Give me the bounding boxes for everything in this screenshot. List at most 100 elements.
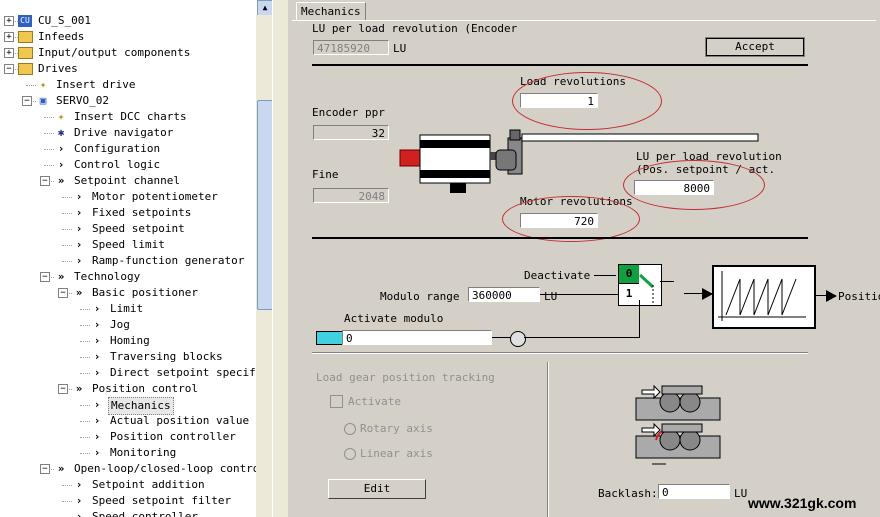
tree-item-control-logic[interactable]: ›Control logic	[0, 157, 256, 173]
tree-item-label: Insert drive	[56, 78, 136, 91]
tree-item-label: Speed setpoint filter	[92, 494, 232, 507]
encoder-ppr-field: 32	[313, 125, 389, 140]
tree-item-input-output-components[interactable]: + Input/output components	[0, 45, 256, 61]
switch-arm	[639, 273, 655, 303]
chevron-right-icon: ›	[57, 158, 65, 171]
navigator-icon: ✱	[57, 126, 65, 139]
modulo-range-unit: LU	[544, 290, 558, 303]
insert-icon: ✦	[39, 78, 47, 91]
tree-item-insert-dcc-charts[interactable]: ✦Insert DCC charts	[0, 109, 256, 125]
backlash-label: Backlash:	[598, 487, 658, 500]
tab-mechanics[interactable]: Mechanics	[296, 2, 366, 21]
modulo-sawtooth-block	[712, 265, 816, 329]
tree-item-label: Open-loop/closed-loop control	[74, 462, 267, 475]
rotary-axis-radio[interactable]	[344, 423, 356, 435]
collapse-icon[interactable]: −	[40, 464, 50, 474]
tree-item-technology[interactable]: −»Technology	[0, 269, 256, 285]
expand-icon[interactable]: +	[4, 32, 14, 42]
tree-item-speed-setpoint[interactable]: ›Speed setpoint	[0, 221, 256, 237]
chevron-right-icon: ›	[93, 366, 101, 379]
tree-item-mechanics[interactable]: ›Mechanics	[0, 397, 256, 415]
lu-encoder-field: 47185920	[313, 40, 389, 55]
lu-encoder-label: LU per load revolution (Encoder	[312, 22, 518, 35]
tree-item-label: Actual position value p	[110, 414, 263, 427]
tree-item-label: Input/output components	[38, 46, 191, 59]
tree-item-direct-setpoint-specifi[interactable]: ›Direct setpoint specifi	[0, 365, 262, 381]
lu-pos-highlight	[623, 160, 765, 210]
tree-item-position-controller[interactable]: ›Position controller	[0, 429, 256, 445]
chevron-right-icon: ›	[93, 302, 101, 315]
tree-item-setpoint-channel[interactable]: −»Setpoint channel	[0, 173, 256, 189]
chevron-right-icon: ›	[75, 190, 83, 203]
tree-item-label: Motor potentiometer	[92, 190, 218, 203]
tree-item-setpoint-addition[interactable]: ›Setpoint addition	[0, 477, 256, 493]
tree-item-position-control[interactable]: −»Position control	[0, 381, 256, 397]
scroll-up-button[interactable]: ▲	[257, 0, 273, 16]
chevron-right-icon: ›	[57, 142, 65, 155]
tree-item-traversing-blocks[interactable]: ›Traversing blocks	[0, 349, 256, 365]
tree-item-label: Insert DCC charts	[74, 110, 187, 123]
tree-item-basic-positioner[interactable]: −» Basic positioner	[0, 285, 256, 301]
tree-item-actual-position-value-p[interactable]: ›Actual position value p	[0, 413, 262, 429]
collapse-icon[interactable]: −	[4, 64, 14, 74]
tree-item-label: Drives	[38, 62, 78, 75]
pane-splitter[interactable]	[272, 0, 289, 517]
fine-field: 2048	[313, 188, 389, 203]
tree-item-infeeds[interactable]: +Infeeds	[0, 29, 256, 45]
tree-item-label: Basic positioner	[92, 286, 198, 299]
tree-item-drives[interactable]: − Drives	[0, 61, 256, 77]
tree-item-ramp-function-generator[interactable]: ›Ramp-function generator	[0, 253, 256, 269]
chevron-right-icon: ›	[75, 222, 83, 235]
tree-item-homing[interactable]: ›Homing	[0, 333, 256, 349]
tree-item-motor-potentiometer[interactable]: › Motor potentiometer	[0, 189, 256, 205]
activate-checkbox[interactable]	[330, 395, 343, 408]
tree-item-speed-setpoint-filter[interactable]: ›Speed setpoint filter	[0, 493, 256, 509]
expand-icon[interactable]: +	[4, 16, 14, 26]
modulo-switch: 0 1	[618, 264, 662, 306]
tree-item-jog[interactable]: ›Jog	[0, 317, 256, 333]
tree-item-fixed-setpoints[interactable]: › Fixed setpoints	[0, 205, 256, 221]
collapse-icon[interactable]: −	[40, 272, 50, 282]
chevron-right-icon: ›	[75, 206, 83, 219]
accept-button[interactable]: Accept	[705, 37, 805, 57]
tree-item-open-loop-closed-loop-control[interactable]: −» Open-loop/closed-loop control	[0, 461, 266, 477]
edit-button[interactable]: Edit	[328, 479, 426, 499]
tree-item-insert-drive[interactable]: ✦ Insert drive	[0, 77, 256, 93]
tree-item-label: Position controller	[110, 430, 236, 443]
chevron-right-icon: ›	[93, 334, 101, 347]
collapse-icon[interactable]: −	[58, 384, 68, 394]
activate-modulo-input[interactable]: 0	[342, 330, 492, 345]
chevron-right-icon: ›	[93, 350, 101, 363]
double-chevron-icon: »	[75, 286, 83, 299]
activate-modulo-connector[interactable]	[316, 331, 344, 345]
activate-checkbox-label: Activate	[348, 395, 401, 408]
expand-icon[interactable]: +	[4, 48, 14, 58]
tree-item-label: SERVO_02	[56, 94, 109, 107]
chevron-right-icon: ›	[93, 318, 101, 331]
control-unit-icon: CU	[18, 15, 32, 27]
tree-item-limit[interactable]: ›Limit	[0, 301, 256, 317]
folder-icon	[18, 63, 33, 75]
backlash-input[interactable]: 0	[658, 484, 730, 499]
backlash-unit: LU	[734, 487, 748, 500]
backlash-diagram	[635, 384, 721, 465]
tree-item-monitoring[interactable]: ›Monitoring	[0, 445, 256, 461]
tree-scroll-thumb[interactable]	[257, 100, 273, 310]
tree-item-label: Ramp-function generator	[92, 254, 245, 267]
encoder-ppr-label: Encoder ppr	[312, 106, 385, 119]
double-chevron-icon: »	[57, 462, 65, 475]
tree-item-speed-limit[interactable]: ›Speed limit	[0, 237, 256, 253]
tree-item-servo-02[interactable]: −▣SERVO_02	[0, 93, 256, 109]
rotary-axis-label: Rotary axis	[360, 422, 433, 435]
modulo-range-input[interactable]: 360000	[468, 287, 540, 302]
tree-item-configuration[interactable]: ›Configuration	[0, 141, 256, 157]
tree-item-speed-controller[interactable]: ›Speed controller	[0, 509, 256, 517]
tree-item-label: Fixed setpoints	[92, 206, 192, 219]
tree-item-drive-navigator[interactable]: ✱Drive navigator	[0, 125, 256, 141]
collapse-icon[interactable]: −	[22, 96, 32, 106]
collapse-icon[interactable]: −	[40, 176, 50, 186]
mechanics-panel: Mechanics LU per load revolution (Encode…	[288, 0, 880, 517]
collapse-icon[interactable]: −	[58, 288, 68, 298]
linear-axis-radio[interactable]	[344, 448, 356, 460]
